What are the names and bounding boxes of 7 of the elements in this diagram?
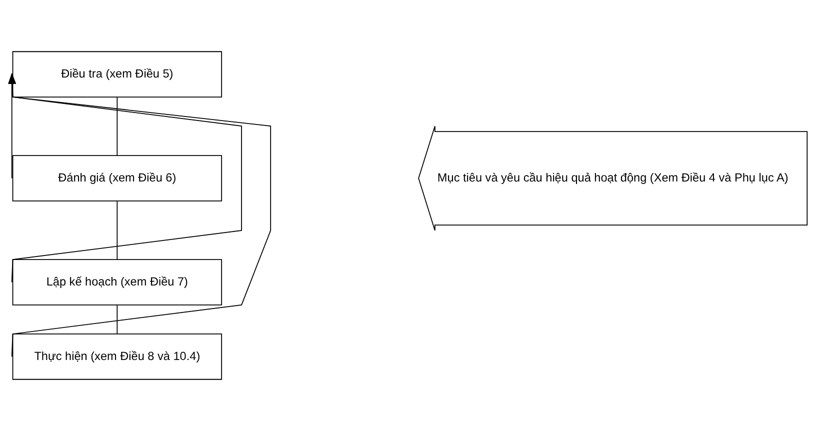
connector (116, 200, 118, 260)
node-box: Lập kế hoạch (xem Điều 7) (12, 258, 222, 305)
node-box: Thực hiện (xem Điều 8 và 10.4) (12, 333, 222, 380)
node-box: Điều tra (xem Điều 5) (12, 50, 222, 97)
connector (116, 96, 118, 156)
connector (116, 304, 118, 334)
node-box: Đánh giá (xem Điều 6) (12, 154, 222, 201)
